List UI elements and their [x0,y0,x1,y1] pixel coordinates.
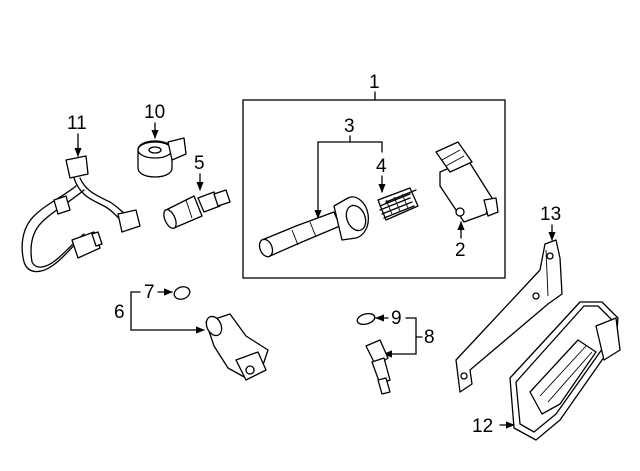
ignition-kit-box [242,99,506,279]
o-ring-9 [356,312,376,326]
callout-4: 4 [376,156,387,177]
ecm-bracket [455,239,563,393]
temperature-sensor [163,189,231,230]
callout-10: 10 [144,102,165,123]
callout-2: 2 [455,240,466,261]
knock-sensor-harness [21,155,141,273]
callout-8: 8 [424,327,435,348]
callout-12: 12 [472,416,493,437]
callout-3: 3 [344,116,355,137]
callout-11: 11 [67,113,87,134]
callout-1: 1 [369,72,380,93]
engine-control-module [509,301,621,441]
callout-7: 7 [144,282,155,303]
coil-spring [377,187,419,221]
camshaft-sensor [205,313,269,381]
crankshaft-sensor [365,339,391,395]
callout-13: 13 [540,204,561,225]
ignition-coil-boot [258,196,370,258]
callout-6: 6 [114,302,125,323]
knock-sensor [137,137,187,178]
o-ring-7 [173,286,191,300]
callout-5: 5 [194,153,205,174]
ignition-coil [435,141,499,223]
callout-9: 9 [391,308,402,329]
